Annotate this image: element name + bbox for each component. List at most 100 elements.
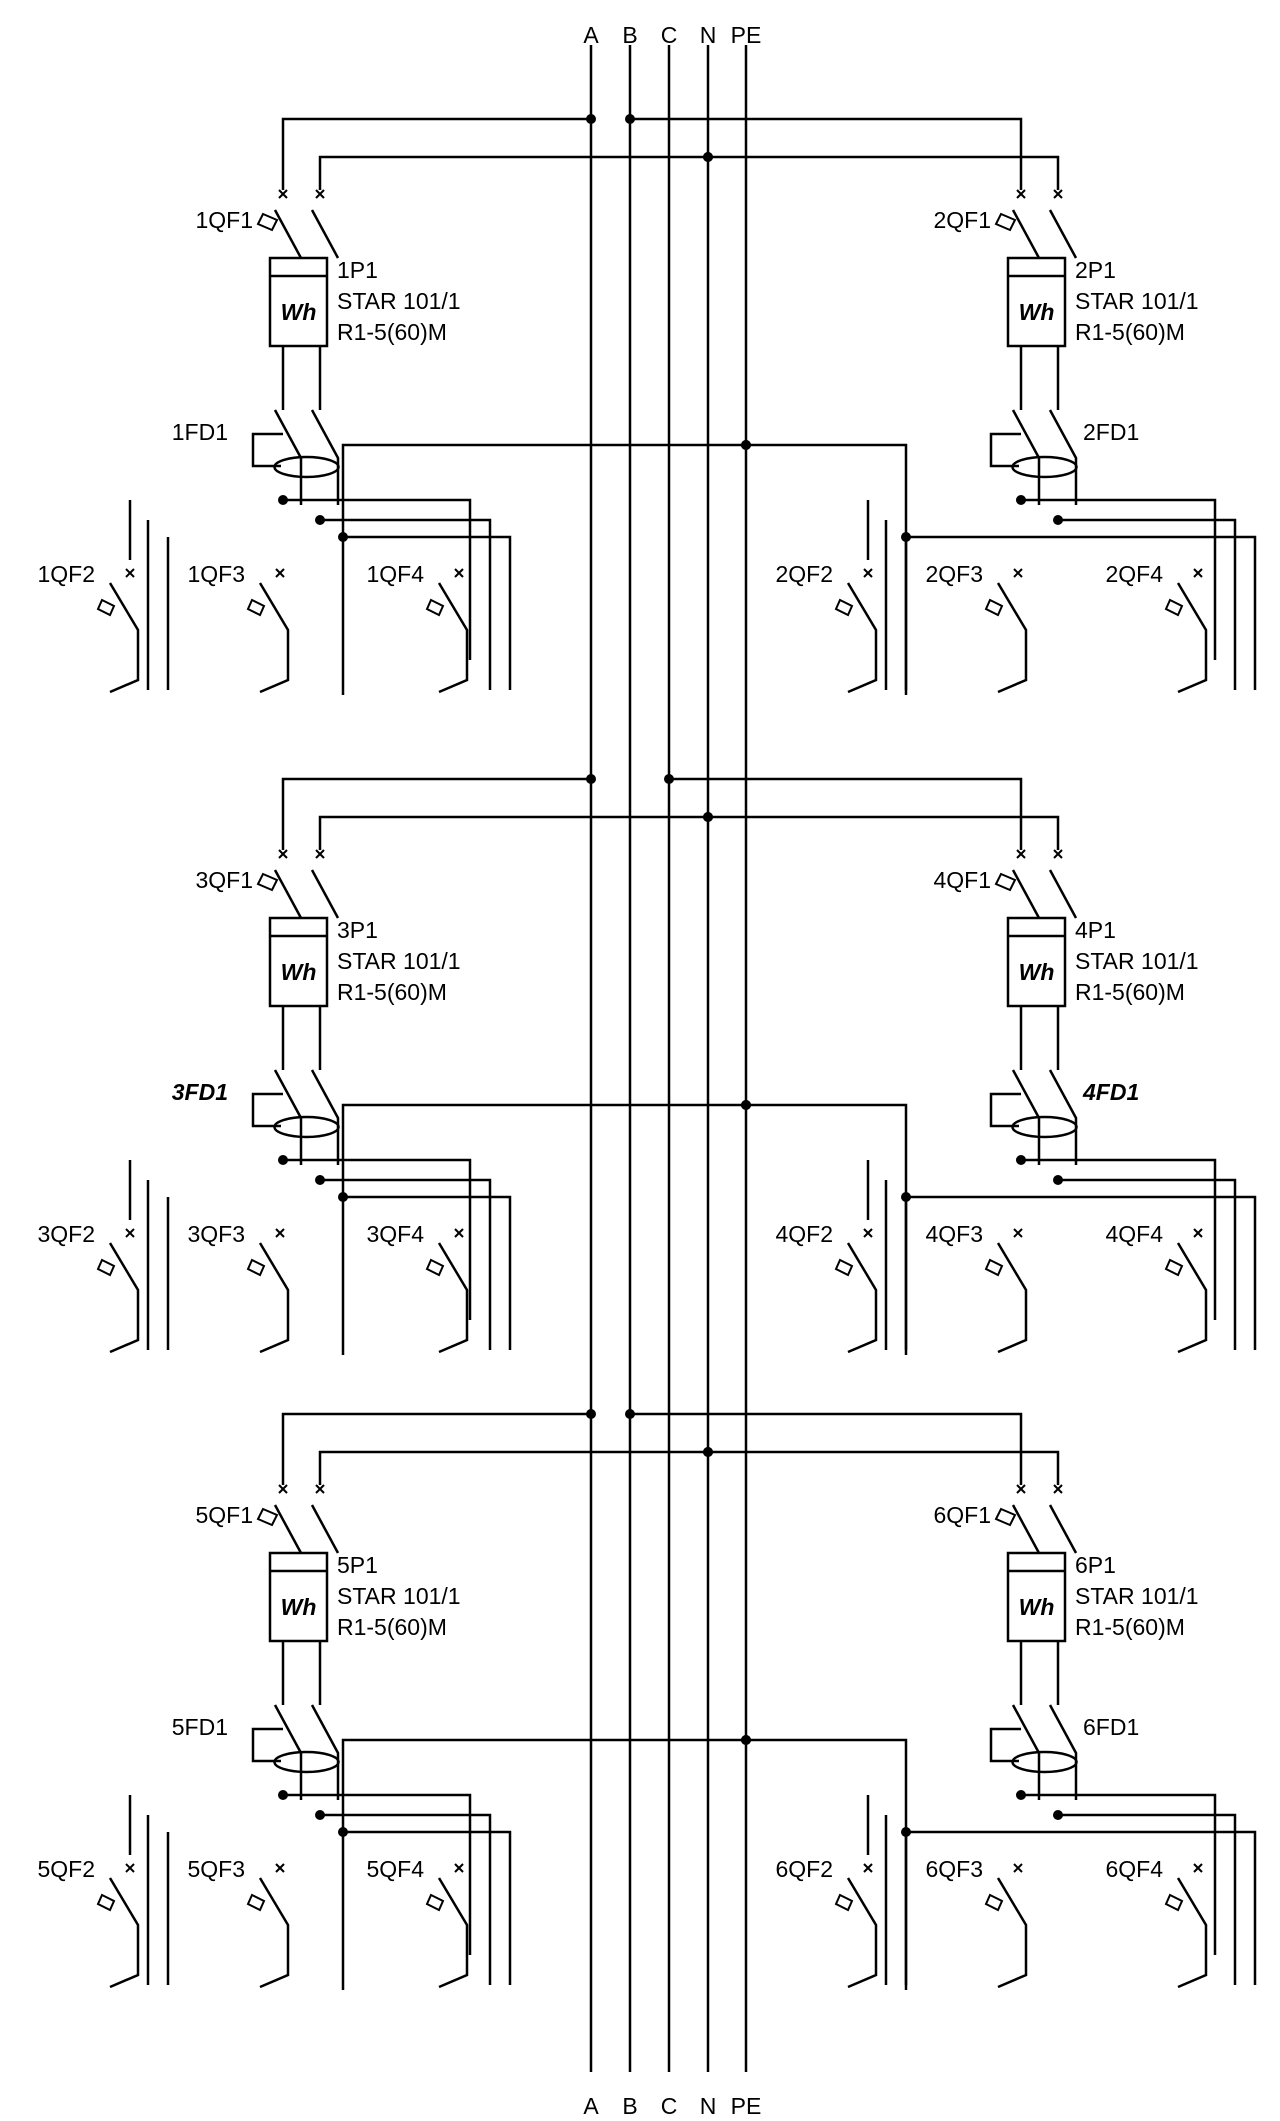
branch-breaker-terminal [125,1863,135,1873]
rcd-contact [310,409,340,505]
junction-dot [586,774,596,784]
branch-breaker-contact [108,1242,140,1354]
meter-box [1006,1551,1067,1643]
branch-breaker-contact [258,1242,290,1354]
branch-breaker-trip-box [96,598,116,617]
branch-breaker-trip-box [1164,1258,1184,1277]
dist-neutral-bus [1058,1813,1237,1985]
main-breaker-terminal [278,189,288,199]
feeder-neutral-wire [318,815,708,850]
bus-label-top: PE [731,22,762,48]
main-breaker-trip-box [256,1507,279,1527]
rcd-label: 3FD1 [172,1079,228,1105]
rcd-contact [1048,409,1078,505]
main-breaker-trip-box [256,212,279,232]
branch-breaker-terminal [454,568,464,578]
branch-breaker-terminal [1013,1228,1023,1238]
cross-stroke [278,189,288,199]
dist-phase-bus [283,498,472,660]
main-breaker-contact [273,1504,303,1554]
main-breaker-contact [273,869,303,919]
junction-dot [625,114,635,124]
cross-stroke [863,1863,873,1873]
meter-id-label: 6P1 [1075,1552,1116,1578]
cross-stroke [1016,849,1026,859]
meter-rating-label: R1-5(60)M [337,979,447,1005]
meter-model-label: STAR 101/1 [1075,1583,1199,1609]
cross-stroke [454,568,464,578]
rcd-test-loop [251,1092,283,1128]
meter-rating-label: R1-5(60)M [1075,319,1185,345]
junction-dot [1053,1175,1063,1185]
junction-dot [586,114,596,124]
branch-breaker-label: 3QF2 [37,1221,95,1247]
main-breaker-label: 1QF1 [195,207,253,233]
branch-breaker-contact [258,1877,290,1989]
feeder-neutral-wire [708,815,1060,850]
cross-stroke [125,1228,135,1238]
main-breaker-contact [1011,209,1041,259]
cross-stroke [1013,1228,1023,1238]
cross-stroke [275,568,285,578]
cross-stroke [1193,568,1203,578]
junction-dot [741,1735,751,1745]
junction-dot [315,1175,325,1185]
cross-stroke [863,568,873,578]
rcd-sensor-ring [273,1750,340,1774]
meter-id-label: 5P1 [337,1552,378,1578]
junction-dot [1053,515,1063,525]
feeder-phase-wire [281,1412,591,1485]
branch-breaker-terminal [863,568,873,578]
meter-symbol: Wh [1019,959,1055,985]
branch-breaker-terminal [454,1228,464,1238]
branch-breaker-label: 2QF4 [1105,561,1163,587]
rcd-label: 5FD1 [172,1714,228,1740]
cross-stroke [1013,1863,1023,1873]
dist-neutral-bus [1058,518,1237,690]
main-breaker-contact [1011,1504,1041,1554]
branch-breaker-contact [996,1877,1028,1989]
branch-breaker-terminal [275,1863,285,1873]
bus-label-bottom: A [583,2093,599,2119]
branch-breaker-trip-box [834,598,854,617]
meter-model-label: STAR 101/1 [337,1583,461,1609]
rcd-test-loop [251,432,283,468]
main-breaker-terminal [278,849,288,859]
branch-breaker-terminal [1013,1863,1023,1873]
branch-breaker-label: 6QF3 [925,1856,983,1882]
junction-dot [1053,1810,1063,1820]
cross-stroke [1053,189,1063,199]
branch-breaker-label: 4QF3 [925,1221,983,1247]
meter-id-label: 1P1 [337,257,378,283]
cross-stroke [315,1484,325,1494]
meter-model-label: STAR 101/1 [1075,948,1199,974]
junction-dot [278,1790,288,1800]
branch-breaker-terminal [1013,568,1023,578]
dist-phase-bus [1021,1158,1217,1320]
bus-label-top: A [583,22,599,48]
rcd-contact [310,1704,340,1800]
rcd-contact [1048,1069,1078,1165]
cross-stroke [454,1228,464,1238]
dist-phase-bus [283,1793,472,1955]
meter-rating-label: R1-5(60)M [337,319,447,345]
branch-breaker-terminal [275,568,285,578]
cross-stroke [278,1484,288,1494]
feeder-neutral-wire [318,1450,708,1485]
branch-breaker-label: 3QF4 [366,1221,424,1247]
feeder-phase-wire [630,117,1023,190]
dist-pe-bus [906,1830,1257,1985]
cross-stroke [1016,1484,1026,1494]
meter-rating-label: R1-5(60)M [1075,979,1185,1005]
junction-dot [338,532,348,542]
branch-breaker-label: 2QF3 [925,561,983,587]
branch-breaker-label: 6QF4 [1105,1856,1163,1882]
dist-neutral-bus [320,518,492,690]
rcd-test-loop [989,1092,1021,1128]
meter-id-label: 2P1 [1075,257,1116,283]
meter-symbol: Wh [281,959,317,985]
branch-breaker-contact [846,1242,878,1354]
main-breaker-terminal [1053,849,1063,859]
cross-stroke [1193,1863,1203,1873]
bus-label-bottom: B [622,2093,637,2119]
